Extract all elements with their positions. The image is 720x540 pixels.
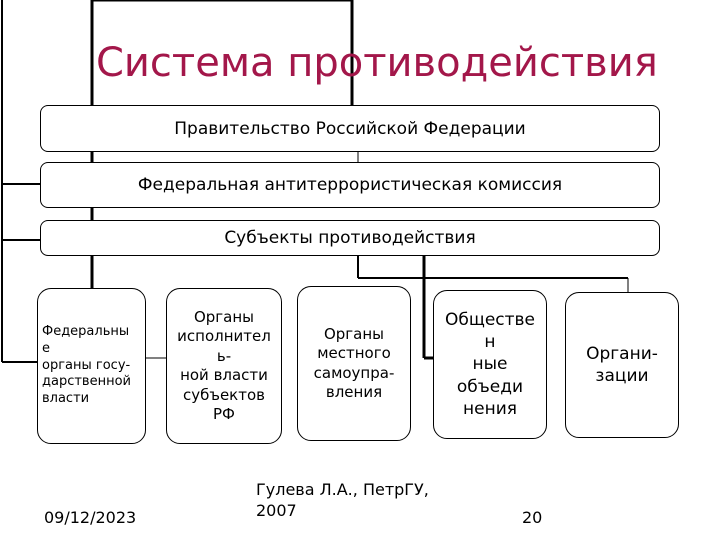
footer-author-text: Гулева Л.А., ПетрГУ, 2007 — [256, 480, 429, 520]
entity-public-associations: Обществе н ные объеди нения — [433, 290, 547, 439]
footer-author: Гулева Л.А., ПетрГУ, 2007 — [256, 480, 456, 522]
level-commission-label: Федеральная антитеррористическая комисси… — [137, 175, 563, 195]
level-government: Правительство Российской Федерации — [40, 105, 660, 152]
level-government-label: Правительство Российской Федерации — [174, 118, 526, 139]
entity-federal-authorities: Федеральны е органы госу- дарственной вл… — [37, 288, 146, 444]
entity-local-government: Органы местного самоупра- вления — [297, 286, 411, 441]
entity-organizations-label: Органи- зации — [586, 343, 658, 386]
level-commission: Федеральная антитеррористическая комисси… — [40, 162, 660, 208]
footer-page-number: 20 — [522, 508, 543, 527]
entity-local-government-label: Органы местного самоупра- вления — [313, 324, 395, 402]
level-subjects: Субъекты противодействия — [40, 220, 660, 256]
entity-regional-executive-label: Органы исполнител ь- ной власти субъекто… — [177, 307, 271, 424]
page-title: Система противодействия — [96, 40, 658, 86]
entity-organizations: Органи- зации — [565, 292, 679, 438]
entity-public-associations-label: Обществе н ные объеди нения — [444, 310, 536, 419]
entity-regional-executive: Органы исполнител ь- ной власти субъекто… — [166, 288, 282, 444]
entity-federal-authorities-label: Федеральны е органы госу- дарственной вл… — [42, 323, 131, 407]
level-subjects-label: Субъекты противодействия — [224, 228, 476, 248]
footer-date: 09/12/2023 — [44, 508, 137, 527]
